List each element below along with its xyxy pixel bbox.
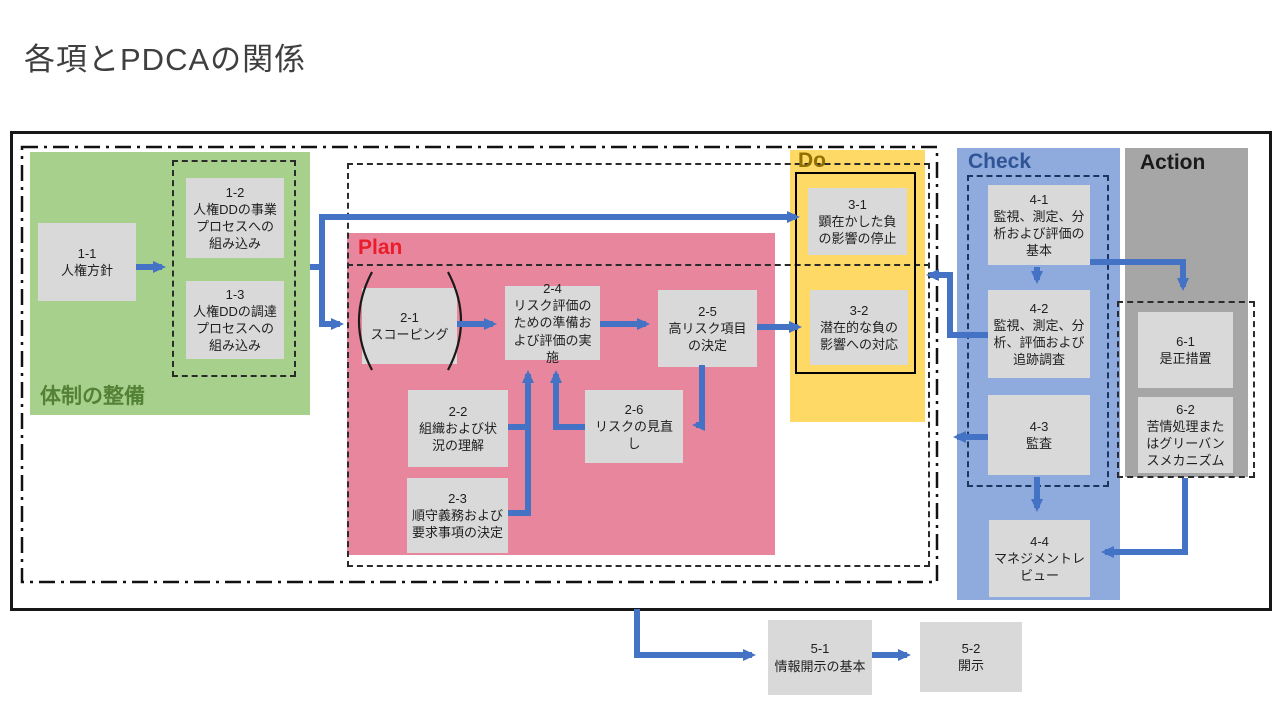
node-1-3-label: 人権DDの調達プロセスへの組み込み <box>193 303 277 354</box>
plan-section-label: Plan <box>358 236 403 259</box>
node-4-1-id: 4-1 <box>1029 191 1049 207</box>
action-section-label: Action <box>1140 151 1206 174</box>
node-2-1-id: 2-1 <box>400 309 419 325</box>
node-2-6-id: 2-6 <box>624 401 644 417</box>
node-4-1-label: 監視、測定、分析および評価の基本 <box>993 208 1085 259</box>
action-dashed-box <box>1117 301 1255 478</box>
node-4-2-id: 4-2 <box>1029 300 1049 316</box>
node-1-1-id: 1-1 <box>77 245 97 261</box>
node-4-3-label: 監査 <box>1025 436 1052 451</box>
node-2-2-id: 2-2 <box>448 403 468 419</box>
node-1-2-label: 人権DDの事業プロセスへの組み込み <box>193 201 277 252</box>
node-3-1-label: 顕在かした負の影響の停止 <box>818 213 897 247</box>
node-1-2-id: 1-2 <box>225 184 245 200</box>
node-6-1-label: 是正措置 <box>1159 351 1212 366</box>
node-5-2-label: 開示 <box>957 658 984 673</box>
node-3-2-id: 3-2 <box>849 302 869 318</box>
node-2-4-id: 2-4 <box>543 281 562 297</box>
node-5-2-id: 5-2 <box>961 640 981 656</box>
node-2-4-label: リスク評価のための準備および評価の実施 <box>513 298 592 365</box>
node-2-1-label: スコーピング <box>370 327 449 342</box>
node-3-2-label: 潜在的な負の影響への対応 <box>819 319 898 353</box>
setup-section-label: 体制の整備 <box>40 385 145 408</box>
node-5-1-label: 情報開示の基本 <box>774 658 866 674</box>
node-2-3-label: 順守義務および要求事項の決定 <box>412 507 504 541</box>
node-2-1: 2-1 スコーピング <box>362 288 457 364</box>
node-6-2-label: 苦情処理またはグリーバンスメカニズム <box>1146 418 1225 469</box>
node-4-4-id: 4-4 <box>1030 533 1049 549</box>
node-6-2-id: 6-2 <box>1176 401 1195 417</box>
node-6-1: 6-1 是正措置 <box>1138 312 1233 388</box>
do-section-label: Do <box>798 149 826 172</box>
node-3-1-id: 3-1 <box>848 196 867 212</box>
node-2-5-id: 2-5 <box>698 303 717 319</box>
node-2-5-label: 高リスク項目の決定 <box>668 320 747 354</box>
check-section-label: Check <box>968 150 1032 173</box>
node-1-3-id: 1-3 <box>225 286 245 302</box>
node-2-2-label: 組織および状況の理解 <box>418 420 497 454</box>
node-5-2: 5-2 開示 <box>920 622 1022 692</box>
node-2-6-label: リスクの見直し <box>594 418 673 452</box>
node-1-1-label: 人権方針 <box>60 263 113 278</box>
node-4-3-id: 4-3 <box>1029 418 1049 434</box>
node-4-3: 4-3 監査 <box>988 395 1090 475</box>
page-title: 各項とPDCAの関係 <box>24 42 307 77</box>
node-5-1-id: 5-1 <box>810 641 830 657</box>
arrow-frame-to-5-1 <box>634 609 756 661</box>
node-4-4-label: マネジメントレビュー <box>994 550 1086 584</box>
node-2-3-id: 2-3 <box>448 490 467 506</box>
node-6-1-id: 6-1 <box>1176 333 1195 349</box>
node-4-2-label: 監視、測定、分析、評価および追跡調査 <box>993 317 1085 368</box>
node-1-1: 1-1 人権方針 <box>38 223 136 301</box>
